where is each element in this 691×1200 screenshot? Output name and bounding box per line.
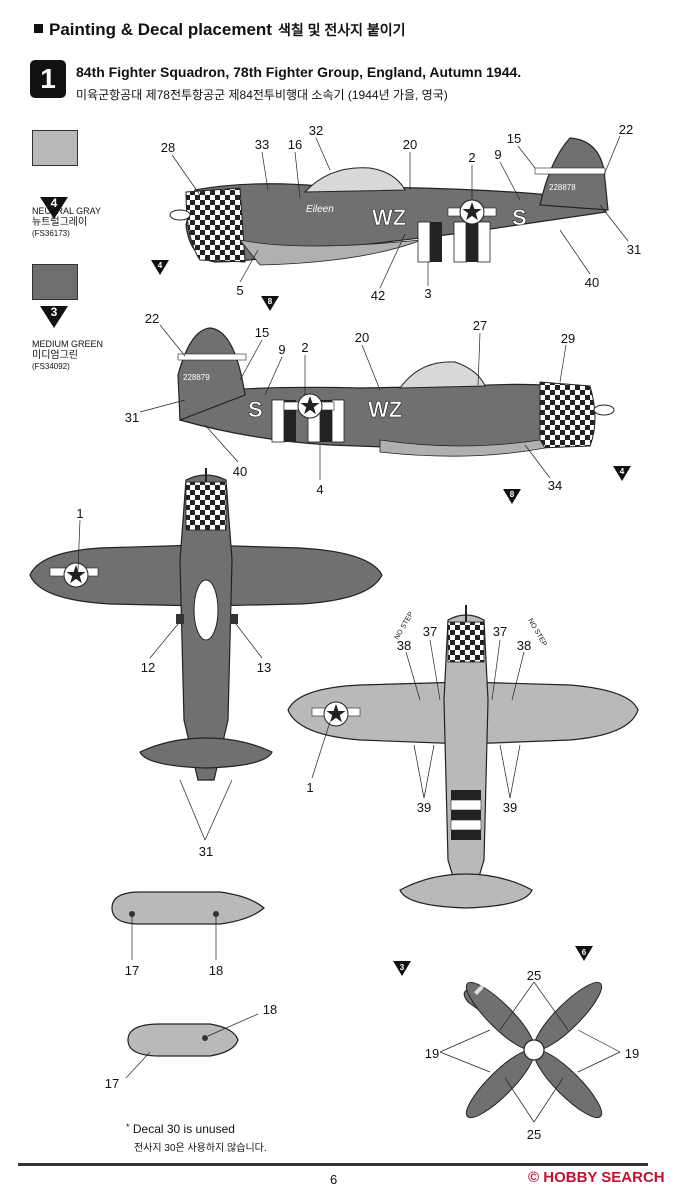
svg-text:31: 31 [125,410,139,425]
svg-text:18: 18 [263,1002,277,1017]
svg-text:3: 3 [400,963,405,972]
color-ref-icon: 4 [40,196,82,219]
left-side-profile: S WZ 228879 4 8 22 15 9 2 20 27 29 [125,311,631,504]
svg-text:5: 5 [236,283,243,298]
small-tank: 18 17 [105,1002,277,1091]
right-side-profile: WZ S 228878 Eileen 4 8 28 33 32 [151,122,641,311]
svg-text:40: 40 [585,275,599,290]
svg-text:1: 1 [306,780,313,795]
svg-text:19: 19 [625,1046,639,1061]
color-swatch-neutral-gray [32,130,78,166]
fuselage-code: WZ [372,205,406,230]
svg-text:6: 6 [582,948,587,957]
svg-text:4: 4 [316,482,323,497]
svg-text:37: 37 [423,624,437,639]
svg-text:33: 33 [255,137,269,152]
svg-text:37: 37 [493,624,507,639]
svg-text:8: 8 [268,297,273,306]
svg-text:25: 25 [527,968,541,983]
page-header: Painting & Decal placement 색칠 및 전사지 붙이기 [34,20,406,40]
footer-divider [18,1163,648,1166]
svg-text:32: 32 [309,123,323,138]
svg-text:15: 15 [507,131,521,146]
no-step-stencil: NO STEP [394,611,416,641]
bullet-square-icon [34,24,43,33]
svg-text:38: 38 [397,638,411,653]
scheme-title-ko: 미육군항공대 제78전투항공군 제84전투비행대 소속기 (1944년 가을, … [76,88,448,102]
bottom-view: NO STEP NO STEP 37 37 38 38 1 39 39 [287,605,639,909]
svg-text:20: 20 [403,137,417,152]
svg-text:13: 13 [257,660,271,675]
step-number: 1 [30,60,66,98]
svg-text:9: 9 [494,147,501,162]
svg-text:42: 42 [371,288,385,303]
svg-text:4: 4 [620,467,625,476]
svg-text:39: 39 [417,800,431,815]
unused-decal-note-ko: 전사지 30은 사용하지 않습니다. [134,1143,267,1154]
svg-text:17: 17 [125,963,139,978]
svg-text:2: 2 [468,150,475,165]
nose-art: Eileen [306,204,334,215]
svg-text:27: 27 [473,318,487,333]
fuselage-letter: S [512,205,527,230]
color-label-medium-green: MEDIUM GREEN 미디엄그린 (FS34092) [32,339,104,371]
svg-text:34: 34 [548,478,562,493]
color-label-neutral-gray: NEUTRAL GRAY 뉴트럴그레이 (FS36173) [32,206,102,238]
header-title: Painting & Decal placement [49,20,272,39]
svg-text:25: 25 [527,1127,541,1142]
unused-decal-note: * Decal 30 is unused [126,1122,235,1136]
svg-text:31: 31 [199,844,213,859]
svg-text:19: 19 [425,1046,439,1061]
color-ref-icon: 3 [40,305,82,328]
svg-text:1: 1 [76,506,83,521]
color-swatch-medium-green [32,264,78,300]
scheme-title: 84th Fighter Squadron, 78th Fighter Grou… [76,64,522,80]
svg-text:22: 22 [145,311,159,326]
header-title-ko: 색칠 및 전사지 붙이기 [277,22,406,38]
svg-text:2: 2 [301,340,308,355]
page-number: 6 [330,1172,338,1187]
tail-serial: 228879 [183,373,210,382]
svg-text:4: 4 [158,261,163,270]
svg-text:28: 28 [161,140,175,155]
top-view: 1 12 13 31 [29,468,383,859]
svg-text:20: 20 [355,330,369,345]
svg-text:16: 16 [288,137,302,152]
svg-text:17: 17 [105,1076,119,1091]
svg-text:18: 18 [209,963,223,978]
svg-text:WZ: WZ [368,397,402,422]
drop-tank: 17 18 [111,891,265,978]
svg-text:40: 40 [233,464,247,479]
svg-text:31: 31 [627,242,641,257]
svg-text:9: 9 [278,342,285,357]
svg-text:12: 12 [141,660,155,675]
svg-text:38: 38 [517,638,531,653]
watermark: © HOBBY SEARCH [528,1169,665,1186]
svg-text:22: 22 [619,122,633,137]
tail-serial: 228878 [549,183,576,192]
svg-text:8: 8 [510,490,515,499]
svg-text:15: 15 [255,325,269,340]
svg-text:39: 39 [503,800,517,815]
propeller: 3 6 25 19 19 25 [393,946,639,1142]
copyright-icon: © [528,1169,540,1186]
svg-text:3: 3 [424,286,431,301]
svg-text:S: S [248,397,263,422]
svg-text:29: 29 [561,331,575,346]
